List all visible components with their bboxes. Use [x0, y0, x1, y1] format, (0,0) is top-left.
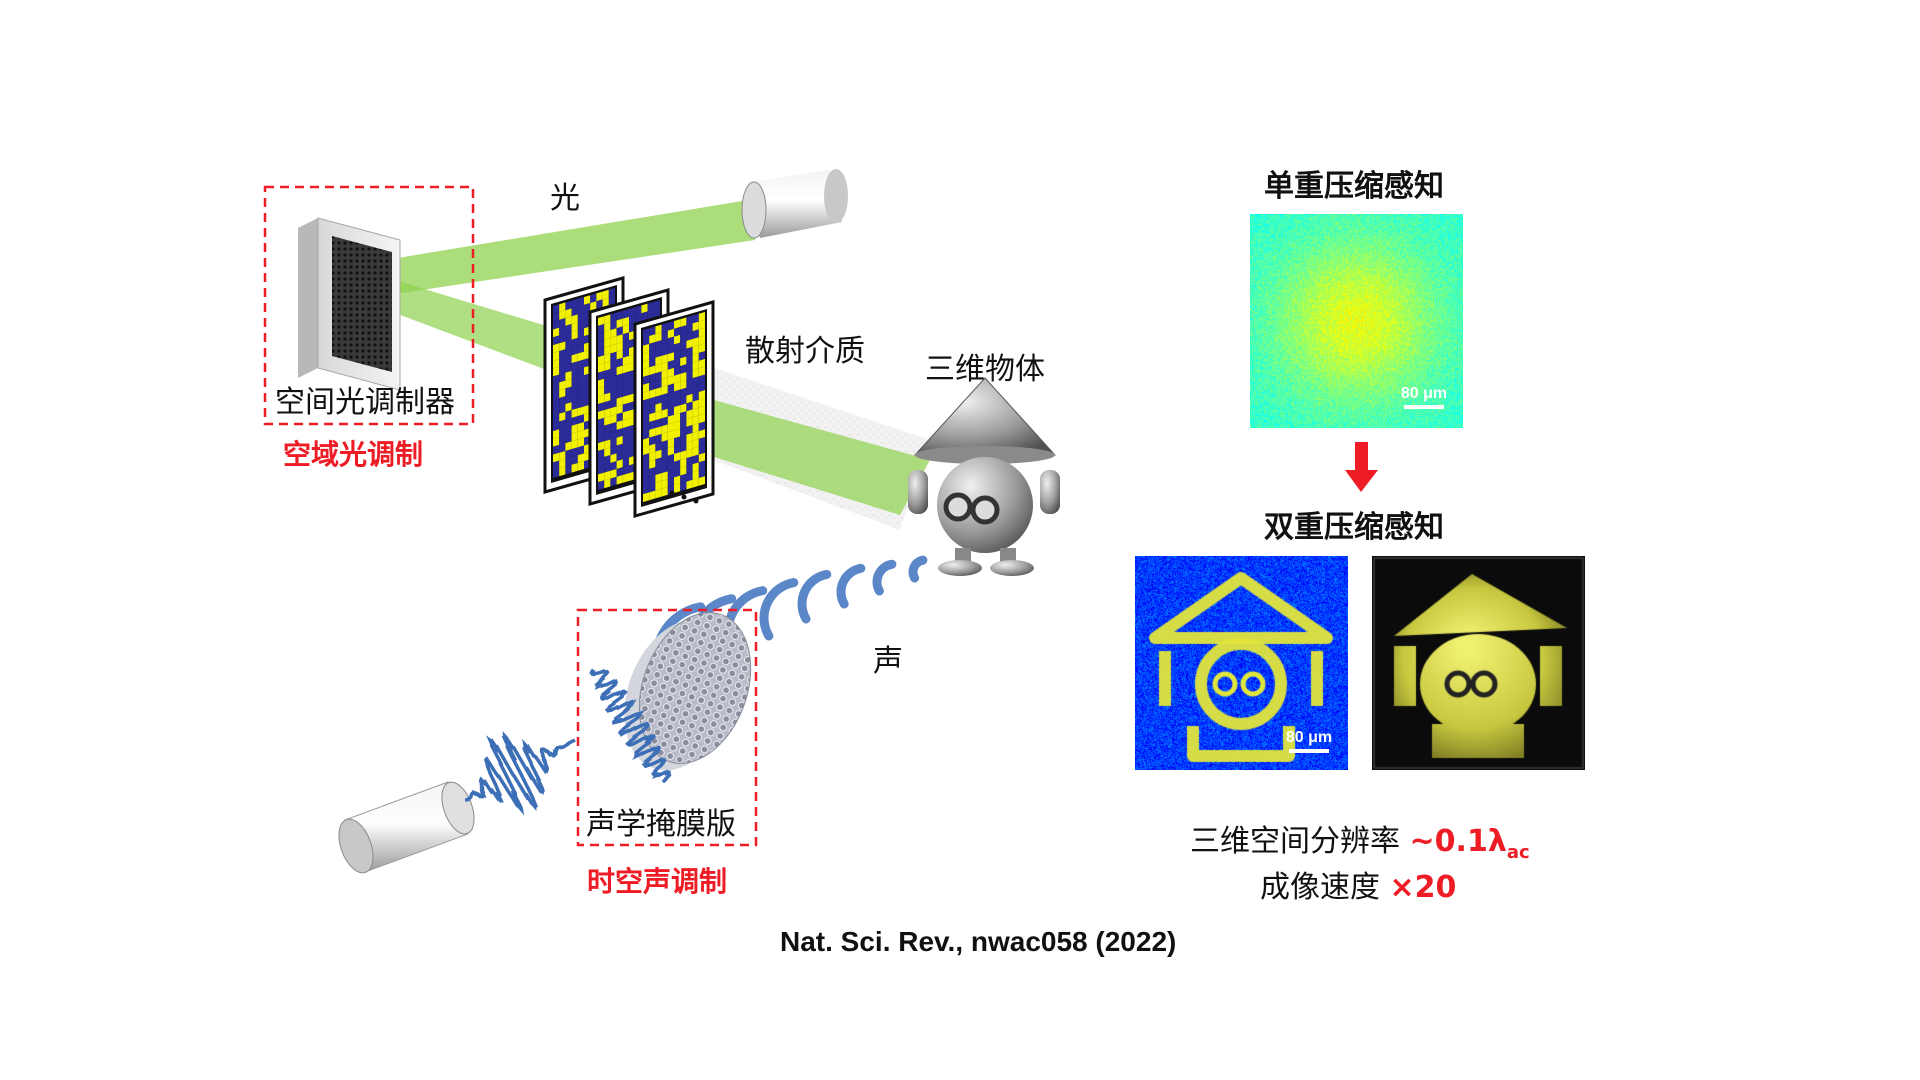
single-cs-image: [1250, 214, 1463, 428]
double-cs-3d-render: [1372, 556, 1585, 770]
scatter-medium-label: 散射介质: [745, 334, 865, 369]
acoustic-wavefront: [836, 563, 866, 609]
light-beam-to-masks: [355, 268, 560, 375]
slm-highlight-box: [263, 185, 475, 426]
light-beam-source: [355, 200, 755, 300]
resolution-value: ~0.1λac: [1409, 824, 1530, 863]
pattern-mask: [633, 300, 715, 518]
speed-value: ×20: [1389, 870, 1457, 905]
slm-caption: 空域光调制: [283, 438, 424, 471]
slm-label: 空间光调制器: [275, 385, 455, 420]
acoustic-mask-icon: [624, 612, 752, 771]
modulated-pulse: [589, 668, 672, 784]
scale-label-double: 80 μm: [1285, 729, 1333, 746]
ellipsis-dots: [669, 490, 699, 504]
resolution-value-main: ~0.1λ: [1409, 824, 1507, 859]
acoustic-pulse: [464, 730, 576, 816]
speed-metric: 成像速度 ×20: [1260, 862, 1456, 906]
double-cs-image: [1135, 556, 1348, 770]
mask-caption: 时空声调制: [587, 865, 728, 898]
resolution-metric: 三维空间分辨率 ~0.1λac: [1190, 816, 1530, 863]
scale-bar-single: 80 μm: [1393, 385, 1455, 409]
mask-highlight-box: [576, 608, 758, 847]
mask-label: 声学掩膜版: [586, 807, 736, 842]
light-label: 光: [550, 181, 580, 216]
scale-bar-double: 80 μm: [1278, 729, 1340, 753]
down-arrow-icon: [1345, 442, 1378, 492]
acoustic-wavefront: [759, 578, 799, 641]
double-cs-title: 双重压缩感知: [1264, 510, 1444, 545]
slm-device-icon: [298, 217, 401, 391]
acoustic-wavefront: [908, 555, 928, 583]
acoustic-wavefront: [872, 559, 897, 596]
scale-label-single: 80 μm: [1400, 385, 1448, 402]
acoustic-wavefront: [797, 569, 832, 624]
light-beam-to-object: [660, 385, 930, 515]
pattern-masks: [543, 276, 715, 518]
sound-label: 声: [873, 644, 903, 679]
transducer-icon: [338, 781, 475, 874]
resolution-value-sub: ac: [1506, 842, 1530, 863]
citation: Nat. Sci. Rev., nwac058 (2022): [780, 926, 1177, 957]
speed-label: 成像速度: [1260, 870, 1390, 905]
robot-object-icon: [908, 377, 1060, 576]
light-source-icon: [741, 169, 848, 239]
object-label: 三维物体: [925, 352, 1045, 387]
single-cs-title: 单重压缩感知: [1264, 169, 1444, 204]
resolution-label: 三维空间分辨率: [1190, 824, 1410, 859]
